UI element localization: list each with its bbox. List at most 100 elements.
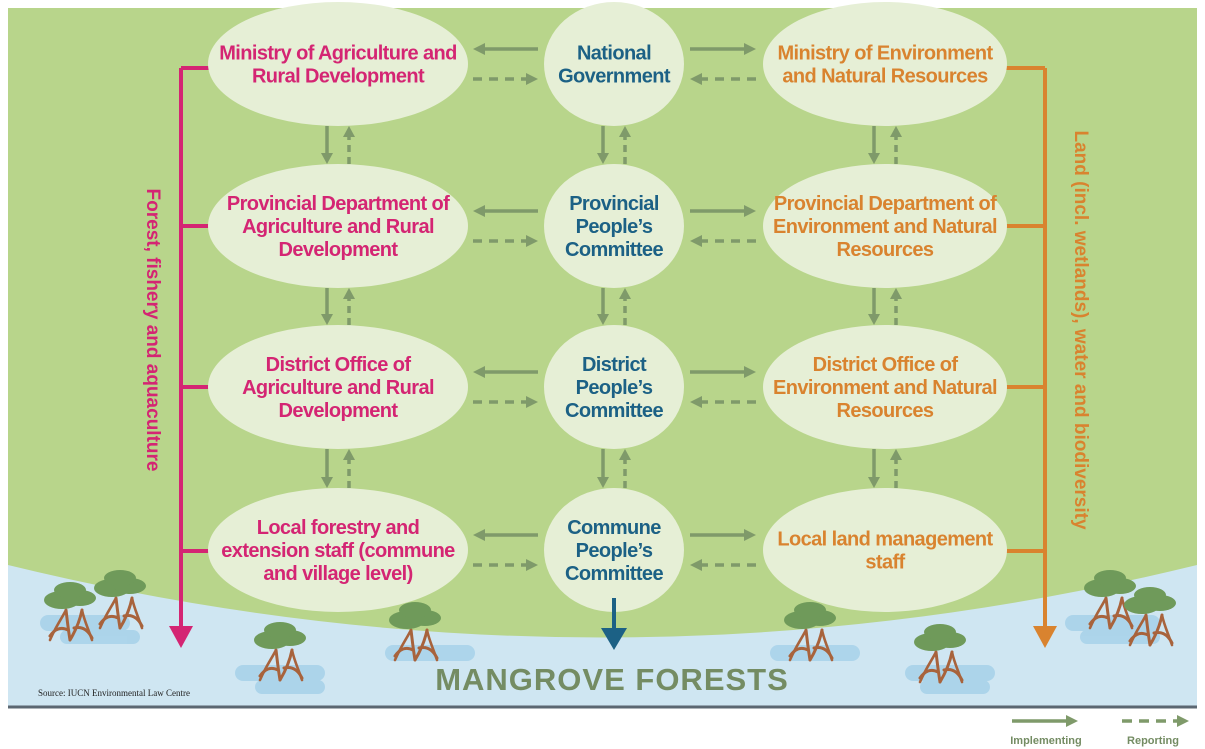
- implementing-arrow-head: [868, 314, 880, 325]
- node-label-line: Resources: [837, 400, 934, 422]
- environment-arrowhead: [1033, 626, 1057, 648]
- implementing-arrow-head: [321, 314, 333, 325]
- node-label-line: Agriculture and Rural: [242, 377, 434, 399]
- reporting-arrow-head: [343, 288, 355, 299]
- legend-implementing-arrowhead: [1066, 715, 1078, 727]
- node-label-line: Development: [279, 400, 399, 422]
- reporting-arrow-head: [690, 559, 702, 571]
- node-label-line: Commune: [567, 517, 661, 539]
- legend-implementing-label: Implementing: [1010, 735, 1082, 747]
- implementing-arrow-head: [868, 153, 880, 164]
- implementing-arrow-head: [321, 153, 333, 164]
- legend-reporting-label: Reporting: [1127, 735, 1179, 747]
- implementing-arrow-head: [597, 153, 609, 164]
- agriculture-arrowhead: [169, 626, 193, 648]
- node-label-line: People’s: [576, 540, 653, 562]
- node-ellipse: [208, 164, 468, 288]
- reporting-arrow-head: [890, 288, 902, 299]
- reporting-arrow-head: [890, 449, 902, 460]
- node-label-line: District Office of: [266, 354, 412, 376]
- reporting-arrow-head: [890, 126, 902, 137]
- node-label-line: Development: [279, 239, 399, 261]
- node-label-line: Provincial: [569, 193, 659, 215]
- node-label-line: and Natural Resources: [782, 66, 988, 88]
- implementing-arrow-head: [744, 205, 756, 217]
- node-ellipse: [544, 325, 684, 449]
- implementing-arrow-head: [473, 529, 485, 541]
- implementing-arrow-head: [597, 314, 609, 325]
- node-label-line: District: [582, 354, 647, 376]
- reporting-arrow-head: [343, 126, 355, 137]
- reporting-arrow-head: [619, 449, 631, 460]
- node-label-line: Agriculture and Rural: [242, 216, 434, 238]
- node-label-line: People’s: [576, 216, 653, 238]
- node-label-line: Committee: [565, 563, 663, 585]
- node-label-line: District Office of: [813, 354, 959, 376]
- node-label-line: Committee: [565, 239, 663, 261]
- government-arrowhead: [601, 628, 627, 650]
- node-label-line: Provincial Department of: [227, 193, 450, 215]
- node-label-line: Ministry of Agriculture and: [219, 43, 457, 65]
- node-label-line: National: [577, 43, 651, 65]
- implementing-arrow-head: [744, 366, 756, 378]
- node-label-line: Rural Development: [252, 66, 425, 88]
- node-label-line: Ministry of Environment: [777, 43, 993, 65]
- mangrove-forests-label: MANGROVE FORESTS: [435, 662, 789, 697]
- node-ellipse: [763, 164, 1007, 288]
- node-label-line: Committee: [565, 400, 663, 422]
- reporting-arrow-head: [690, 235, 702, 247]
- node-label-line: Environment and Natural: [773, 216, 997, 238]
- source-note: Source: IUCN Environmental Law Centre: [38, 688, 190, 698]
- implementing-arrow-head: [744, 43, 756, 55]
- node-ellipse: [544, 488, 684, 612]
- node-label-line: Government: [558, 66, 671, 88]
- node-label-line: Local forestry and: [257, 517, 420, 539]
- implementing-arrow-head: [473, 43, 485, 55]
- reporting-arrow-head: [619, 126, 631, 137]
- node-ellipse: [208, 325, 468, 449]
- node-ellipse: [763, 488, 1007, 612]
- reporting-arrow-head: [690, 73, 702, 85]
- node-label-line: Local land management: [777, 529, 993, 551]
- node-ellipse: [763, 325, 1007, 449]
- reporting-arrow-head: [690, 396, 702, 408]
- legend: Implementing Reporting: [1010, 715, 1189, 747]
- agriculture-side-label: Forest, fishery and aquaculture: [142, 189, 163, 472]
- node-label-line: Provincial Department of: [774, 193, 997, 215]
- reporting-arrow-head: [526, 396, 538, 408]
- node-label-line: extension staff (commune: [221, 540, 455, 562]
- node-label-line: Resources: [837, 239, 934, 261]
- implementing-arrow-head: [473, 366, 485, 378]
- node-label-line: staff: [865, 552, 905, 574]
- node-ellipse: [208, 2, 468, 126]
- reporting-arrow-head: [526, 73, 538, 85]
- node-ellipse: [544, 2, 684, 126]
- implementing-arrow-head: [868, 477, 880, 488]
- reporting-arrow-head: [343, 449, 355, 460]
- legend-reporting-arrowhead: [1177, 715, 1189, 727]
- node-ellipse: [544, 164, 684, 288]
- environment-side-label: Land (incl. wetlands), water and biodive…: [1070, 130, 1091, 530]
- implementing-arrow-head: [597, 477, 609, 488]
- environment-sidebar: [1004, 66, 1047, 628]
- node-label-line: Environment and Natural: [773, 377, 997, 399]
- node-label-line: and village level): [263, 563, 412, 585]
- reporting-arrow-head: [619, 288, 631, 299]
- implementing-arrow-head: [744, 529, 756, 541]
- implementing-arrow-head: [321, 477, 333, 488]
- reporting-arrow-head: [526, 235, 538, 247]
- water-puddles: [40, 615, 1160, 694]
- node-label-line: People’s: [576, 377, 653, 399]
